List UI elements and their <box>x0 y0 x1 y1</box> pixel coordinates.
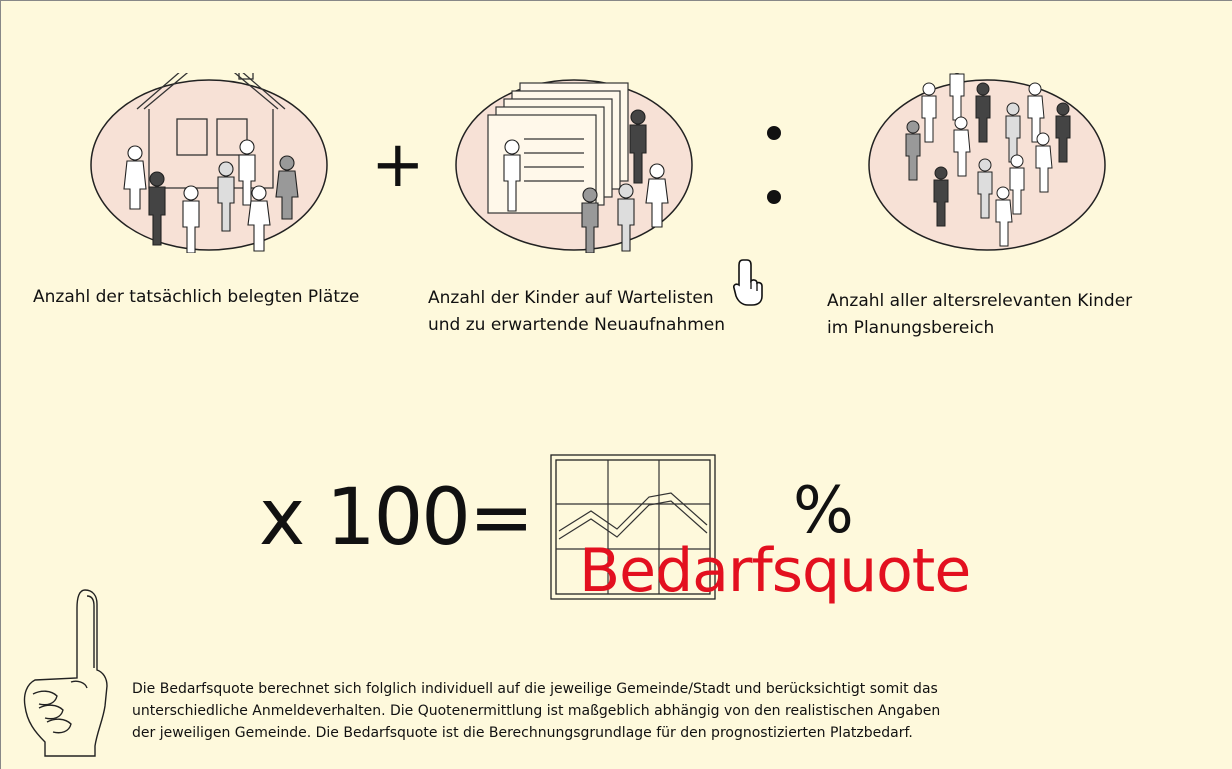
explanation-line1: Die Bedarfsquote berechnet sich folglich… <box>132 681 938 697</box>
all-children-label-line2: im Planungsbereich <box>827 318 995 338</box>
all-children-label-line1: Anzahl aller altersrelevanten Kinder <box>827 291 1133 311</box>
percent-sign: % <box>793 474 854 548</box>
waiting-list-label-line1: Anzahl der Kinder auf Wartelisten <box>428 288 714 308</box>
waiting-list-documents-icon <box>455 79 693 253</box>
house-with-children-icon <box>90 73 328 253</box>
explanation-line3: der jeweiligen Gemeinde. Die Bedarfsquot… <box>132 725 913 741</box>
explanation-line2: unterschiedliche Anmeldeverhalten. Die Q… <box>132 703 941 719</box>
hand-cursor-icon <box>733 259 763 306</box>
bedarfsquote-title: Bedarfsquote <box>579 536 971 606</box>
waiting-list-label-line2: und zu erwartende Neuaufnahmen <box>428 315 726 335</box>
raised-index-finger-hand-icon <box>23 589 108 757</box>
plus-operator: + <box>371 128 425 202</box>
placed-children-label: Anzahl der tatsächlich belegten Plätze <box>33 287 360 307</box>
division-operator <box>767 126 781 204</box>
multiply-hundred-formula: x 100= <box>259 473 534 563</box>
explanation-text: Die Bedarfsquote berechnet sich folglich… <box>132 678 1112 744</box>
crowd-of-children-icon <box>868 73 1106 251</box>
line-chart-grid-icon <box>550 454 716 600</box>
